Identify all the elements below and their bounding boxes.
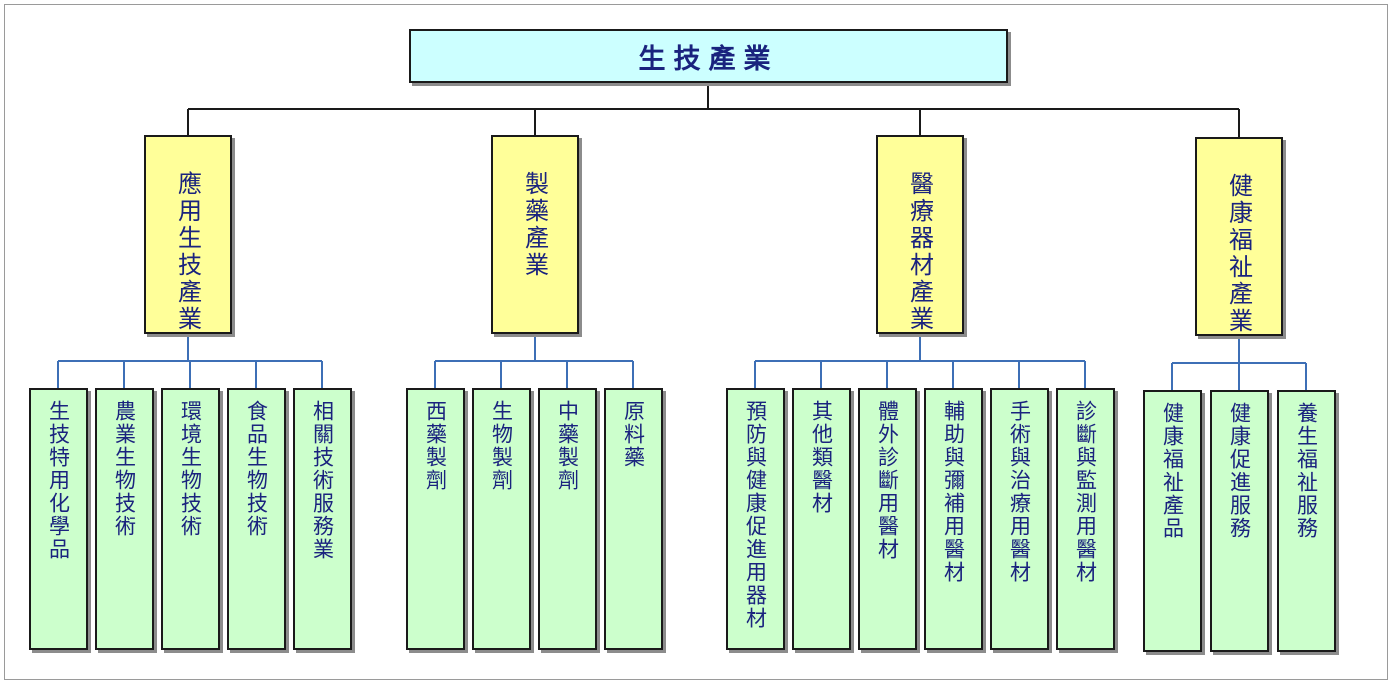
leaf-label: 養生福祉服務	[1294, 402, 1319, 540]
leaf-label: 其他類醫材	[809, 400, 834, 515]
root-node: 生技產業	[409, 29, 1008, 83]
leaf-node: 生物製劑	[472, 388, 531, 650]
leaf-label: 體外診斷用醫材	[875, 400, 900, 561]
root-label: 生技產業	[638, 43, 779, 75]
leaf-label: 診斷與監測用醫材	[1073, 400, 1098, 584]
leaf-label: 手術與治療用醫材	[1007, 400, 1032, 584]
category-node-pharma: 製藥產業	[491, 135, 579, 334]
category-node-medical-devices: 醫療器材產業	[876, 135, 964, 334]
leaf-node: 西藥製劑	[406, 388, 465, 650]
leaf-node: 健康促進服務	[1210, 390, 1269, 652]
category-node-applied-biotech: 應用生技產業	[144, 135, 232, 334]
leaf-node: 養生福祉服務	[1277, 390, 1336, 652]
category-label: 健康福祉產業	[1224, 173, 1253, 335]
category-node-health-welfare: 健康福祉產業	[1195, 137, 1283, 336]
leaf-label: 相關技術服務業	[310, 400, 335, 561]
category-label: 應用生技產業	[173, 171, 202, 333]
leaf-label: 原料藥	[621, 400, 646, 469]
leaf-node: 相關技術服務業	[293, 388, 352, 650]
leaf-node: 食品生物技術	[227, 388, 286, 650]
leaf-label: 西藥製劑	[423, 400, 448, 492]
category-label: 製藥產業	[520, 171, 549, 279]
leaf-label: 輔助與彌補用醫材	[941, 400, 966, 584]
leaf-label: 預防與健康促進用器材	[743, 400, 768, 630]
leaf-node: 輔助與彌補用醫材	[924, 388, 983, 650]
leaf-label: 環境生物技術	[178, 400, 203, 538]
category-label: 醫療器材產業	[905, 171, 934, 333]
leaf-node: 手術與治療用醫材	[990, 388, 1049, 650]
leaf-label: 生物製劑	[489, 400, 514, 492]
leaf-node: 環境生物技術	[161, 388, 220, 650]
leaf-label: 中藥製劑	[555, 400, 580, 492]
leaf-node: 原料藥	[604, 388, 663, 650]
leaf-label: 生技特用化學品	[46, 400, 71, 561]
leaf-label: 農業生物技術	[112, 400, 137, 538]
leaf-node: 其他類醫材	[792, 388, 851, 650]
leaf-node: 診斷與監測用醫材	[1056, 388, 1115, 650]
leaf-node: 健康福祉產品	[1143, 390, 1202, 652]
leaf-node: 預防與健康促進用器材	[726, 388, 785, 650]
leaf-node: 體外診斷用醫材	[858, 388, 917, 650]
leaf-label: 健康福祉產品	[1160, 402, 1185, 540]
leaf-label: 食品生物技術	[244, 400, 269, 538]
leaf-label: 健康促進服務	[1227, 402, 1252, 540]
leaf-node: 農業生物技術	[95, 388, 154, 650]
leaf-node: 中藥製劑	[538, 388, 597, 650]
leaf-node: 生技特用化學品	[29, 388, 88, 650]
